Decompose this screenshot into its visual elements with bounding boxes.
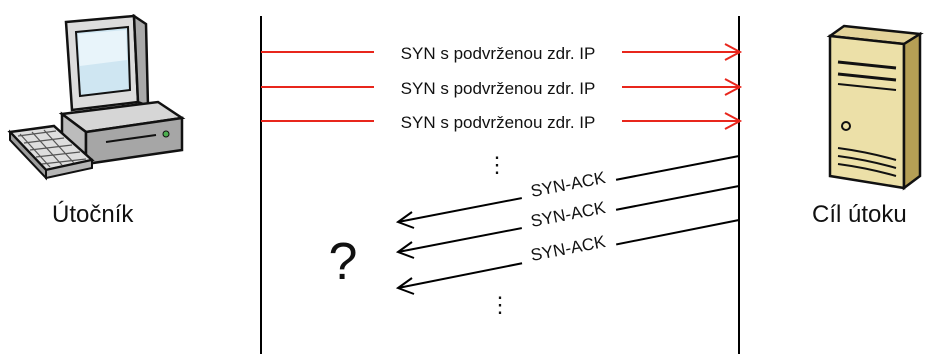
syn-message-label: SYN s podvrženou zdr. IP xyxy=(401,113,596,132)
syn-message-label: SYN s podvrženou zdr. IP xyxy=(401,44,596,63)
syn-message: SYN s podvrženou zdr. IP xyxy=(261,73,743,99)
syn-message: SYN s podvrženou zdr. IP xyxy=(261,38,743,64)
syn-message: SYN s podvrženou zdr. IP xyxy=(261,107,743,133)
synack-message: SYN-ACK xyxy=(395,219,740,295)
ellipsis-mark: ⋮ xyxy=(486,152,508,177)
target-label: Cíl útoku xyxy=(812,201,907,228)
unknown-recipient-mark: ? xyxy=(329,233,358,291)
synack-message: SYN-ACK xyxy=(395,155,740,229)
desktop-computer-icon xyxy=(7,14,186,181)
attacker-label: Útočník xyxy=(52,201,134,228)
syn-message-label: SYN s podvrženou zdr. IP xyxy=(401,79,596,98)
server-tower-icon xyxy=(826,24,924,191)
ellipsis-mark: ⋮ xyxy=(489,292,511,317)
